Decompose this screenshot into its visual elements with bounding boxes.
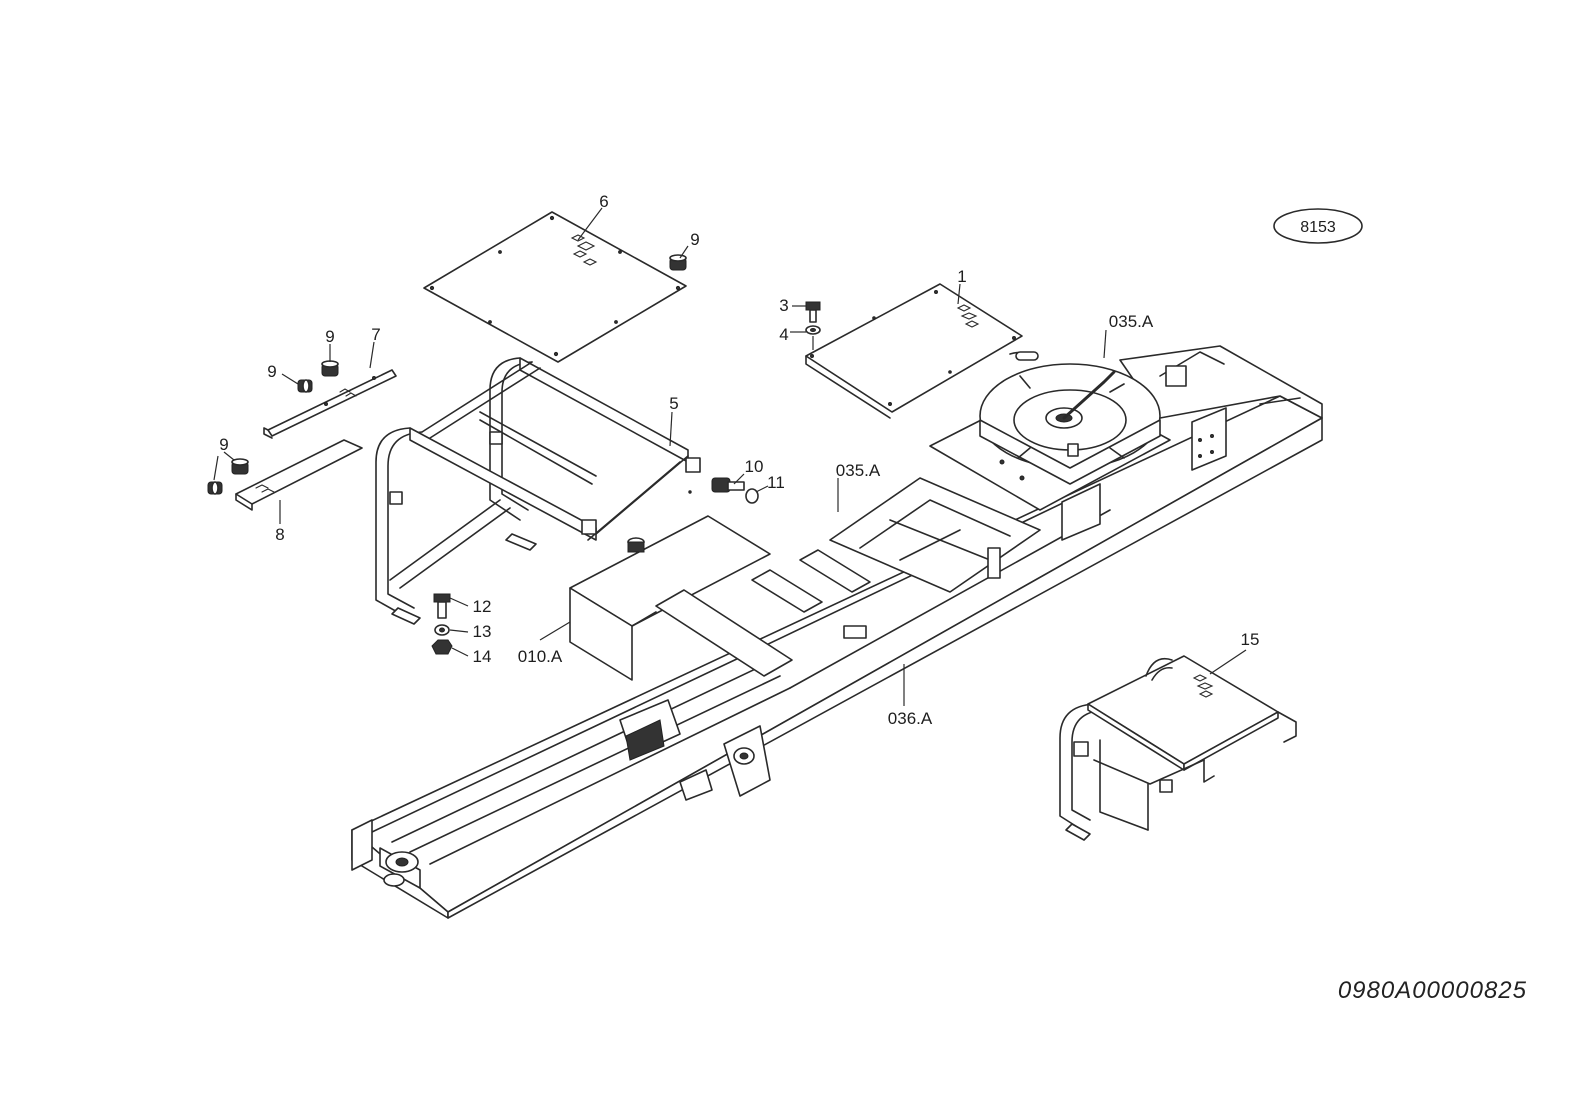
cover-plate-6: [423, 211, 687, 363]
callout-5: 5: [669, 394, 678, 413]
callout-13: 13: [473, 622, 492, 641]
bracket-7: [263, 369, 397, 439]
tank-010a: [569, 515, 771, 681]
bolt-3: [805, 301, 821, 323]
callout-15: 15: [1241, 630, 1260, 649]
callout-3: 3: [779, 296, 788, 315]
callout-10: 10: [745, 457, 764, 476]
cap-nut-9-left: [297, 379, 313, 393]
nut-14: [431, 639, 453, 655]
callout-9: 9: [325, 327, 334, 346]
warning-decal-icon: [1192, 674, 1214, 698]
callout-9: 9: [690, 230, 699, 249]
callout-1: 1: [957, 267, 966, 286]
filler-cap-icon: [627, 537, 645, 553]
callout-035a-mid: 035.A: [836, 461, 881, 480]
warning-decal-icon: [956, 304, 980, 328]
callout-036a: 036.A: [888, 709, 933, 728]
callout-4: 4: [779, 325, 788, 344]
washer-13: [434, 624, 450, 636]
fifth-wheel-035a: [979, 351, 1161, 485]
callout-035a-top: 035.A: [1109, 312, 1154, 331]
step-frame-5: [375, 357, 701, 625]
bracket-8: [235, 439, 363, 511]
callout-8: 8: [275, 525, 284, 544]
washer-4: [805, 325, 821, 335]
callout-6: 6: [599, 192, 608, 211]
cap-nut-9-bottom-b: [207, 481, 223, 495]
warning-decal-icon: [570, 234, 598, 266]
callout-14: 14: [473, 647, 492, 666]
step-assembly-15: [1059, 655, 1297, 841]
callout-010a: 010.A: [518, 647, 563, 666]
cover-plate-1: [805, 283, 1023, 419]
callout-11: 11: [767, 473, 785, 492]
callout-labels: 6 9 1 3 4 035.A 7 9 9 9 8 5 10 11 035.A …: [219, 192, 1259, 728]
washer-11: [745, 488, 759, 504]
cap-nut-9-mid: [321, 360, 339, 377]
callout-12: 12: [473, 597, 492, 616]
fitting-10: [711, 477, 745, 493]
diagram-id-badge: 8153: [1273, 208, 1363, 244]
document-number: 0980A00000825: [1337, 977, 1527, 1004]
bolt-12: [433, 593, 451, 619]
callout-9: 9: [219, 435, 228, 454]
cap-nut-9-top: [669, 254, 687, 271]
chassis-frame-036a: [351, 345, 1323, 919]
tow-eye-icon: [383, 851, 419, 887]
badge-text: 8153: [1300, 219, 1336, 236]
callout-9: 9: [267, 362, 276, 381]
callout-7: 7: [371, 325, 380, 344]
leader-lines: [213, 207, 1247, 706]
cap-nut-9-bottom-a: [231, 458, 249, 475]
